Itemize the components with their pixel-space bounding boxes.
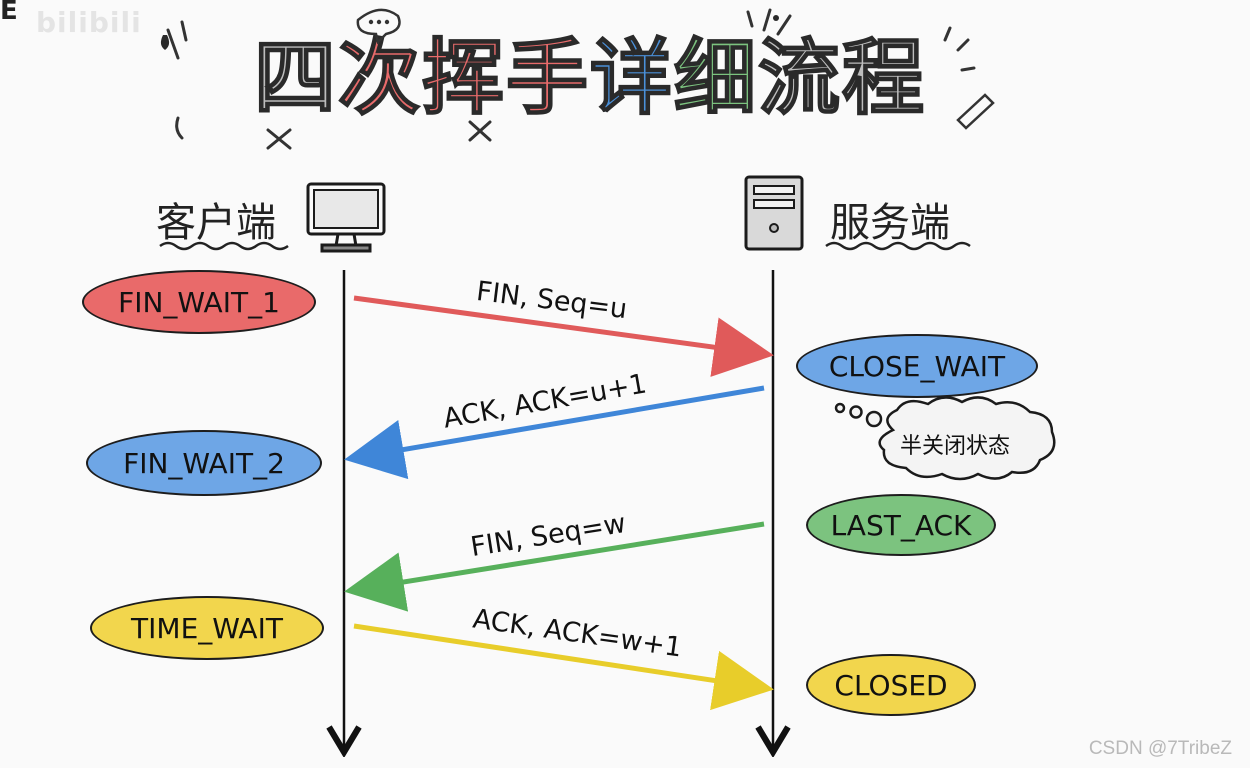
title-char: 四 [253,31,338,126]
title-decoration-drops [160,15,779,50]
title-char: 程 [841,31,927,126]
server-label-underline [825,241,971,251]
title-char: 流 [757,31,843,126]
page-title: 四次挥手详细流程 [180,31,1000,126]
state-closed: CLOSED [806,654,976,716]
fin-w-arrow [344,521,765,612]
state-close-wait: CLOSE_WAIT [796,334,1038,398]
server-icon [744,175,804,251]
monitor-icon [306,182,386,253]
title-char: 挥 [421,31,506,126]
corner-mark: E [0,0,18,26]
ack-u1-arrow [344,385,765,480]
state-fin-wait-2: FIN_WAIT_2 [86,430,322,496]
state-fin-wait-1: FIN_WAIT_1 [82,270,316,334]
client-label: 客户端 [156,200,276,246]
fin-u-arrow [353,295,774,377]
title-char: 次 [337,31,422,126]
bilibili-watermark: bilibili [36,6,142,39]
csdn-footer: CSDN @7TribeZ [1088,738,1232,759]
server-label: 服务端 [830,200,950,246]
half-closed-note: 半关闭状态 [900,434,1011,459]
state-time-wait: TIME_WAIT [90,596,324,660]
client-label-underline [159,241,289,251]
title-char: 详 [589,31,675,126]
thought-bubble [834,396,1056,481]
title-char: 手 [505,31,590,126]
speech-bubble-dots [368,19,390,25]
title-decorations [166,8,995,150]
ack-w1-arrow [353,623,774,711]
state-last-ack: LAST_ACK [806,494,996,556]
title-char: 细 [673,31,759,126]
